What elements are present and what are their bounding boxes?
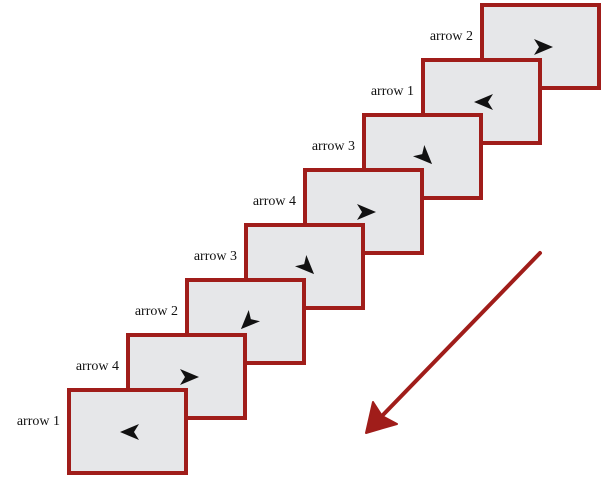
arrowhead-icon: [357, 204, 376, 220]
frame-label: arrow 1: [370, 84, 414, 99]
frame-label: arrow 3: [311, 139, 355, 154]
stimulus-frame: [67, 388, 188, 475]
arrowhead-icon: [534, 39, 553, 55]
arrowhead-icon: [240, 309, 261, 330]
arrowhead-icon: [474, 94, 493, 110]
arrowhead-icon: [180, 369, 199, 385]
arrowhead-icon: [412, 144, 433, 165]
frame-label: arrow 2: [429, 29, 473, 44]
frame-label: arrow 1: [16, 414, 60, 429]
frame-label: arrow 3: [193, 249, 237, 264]
arrowhead-icon: [294, 254, 315, 275]
frame-label: arrow 4: [252, 194, 296, 209]
arrowhead-icon: [120, 424, 139, 440]
frame-label: arrow 2: [134, 304, 178, 319]
frame-label: arrow 4: [75, 359, 119, 374]
